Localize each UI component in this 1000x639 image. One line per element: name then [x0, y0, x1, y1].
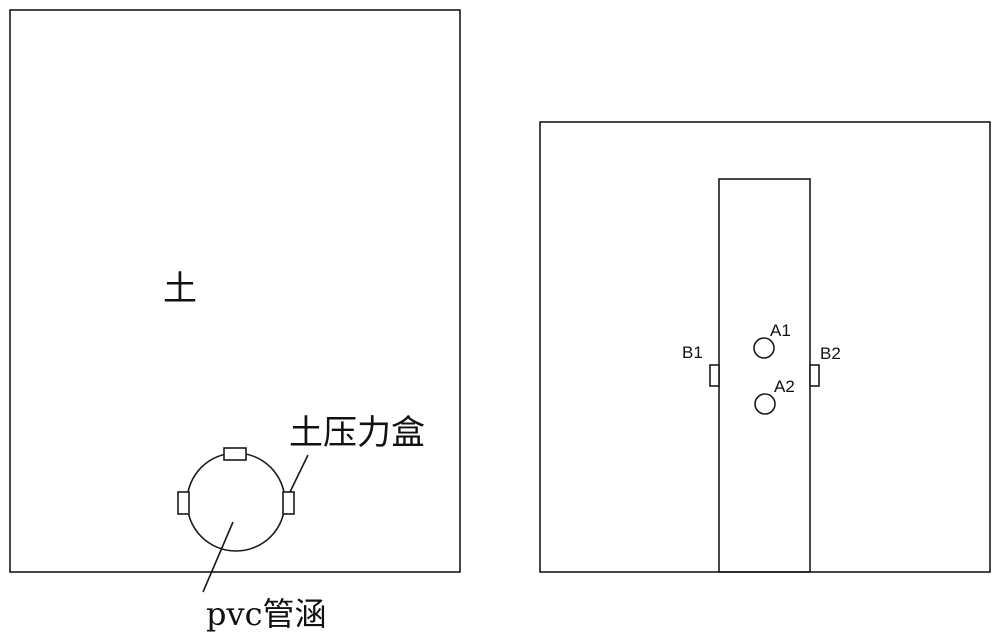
marker-a2-circle: [754, 393, 776, 415]
marker-b2-box: [809, 364, 820, 387]
pressure-cell-label: 土压力盒: [289, 413, 425, 453]
pressure-cell-leader-line: [289, 454, 309, 493]
marker-a1-label: A1: [770, 321, 791, 340]
marker-b1-label: B1: [682, 343, 703, 362]
marker-a2-label: A2: [774, 377, 795, 396]
marker-a1-circle: [753, 337, 775, 359]
pressure-cell-top: [223, 447, 247, 461]
central-column: [718, 178, 811, 573]
soil-label: 土: [163, 269, 197, 309]
marker-b2-label: B2: [820, 344, 841, 363]
culvert-label: pvc管涵: [206, 595, 327, 633]
pvc-culvert-circle: [186, 452, 286, 552]
soil-box: [9, 9, 461, 573]
culvert-leader-line: [202, 521, 234, 593]
pressure-cell-right: [282, 491, 295, 515]
pressure-cell-left: [177, 491, 190, 515]
marker-b1-box: [709, 364, 720, 387]
left-panel: 土 土压力盒 pvc管涵: [9, 9, 461, 633]
right-panel: A1 A2 B1 B2: [539, 121, 991, 573]
